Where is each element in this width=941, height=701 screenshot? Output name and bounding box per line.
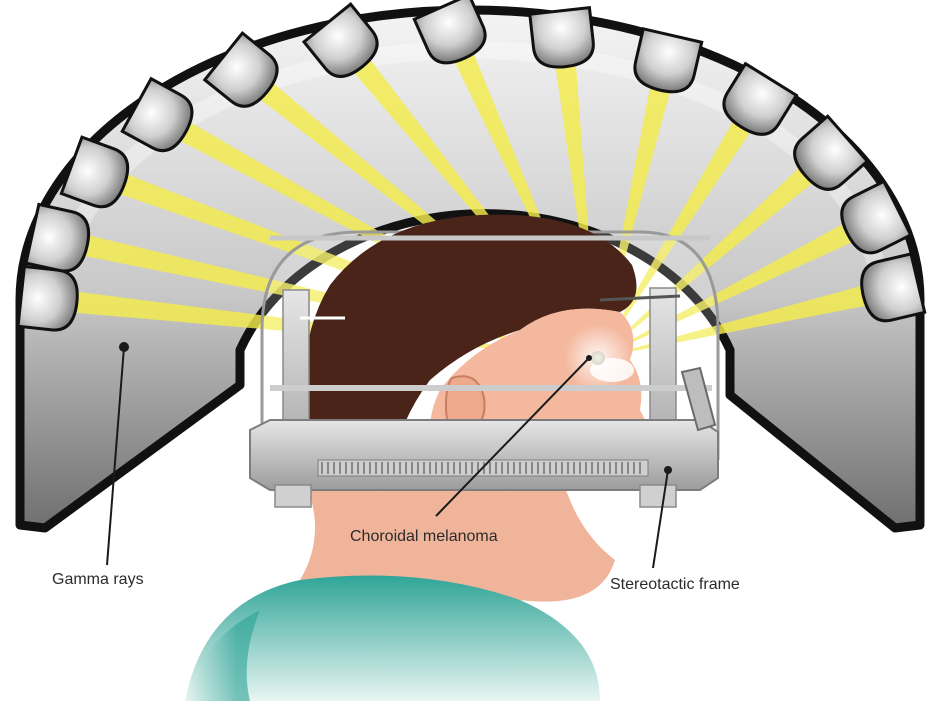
radiation-source-cup xyxy=(530,8,596,70)
radiation-source-cup xyxy=(18,267,80,333)
leader-dot-frame xyxy=(664,466,672,474)
label-stereotactic-frame: Stereotactic frame xyxy=(610,576,740,593)
label-choroidal-melanoma: Choroidal melanoma xyxy=(350,528,498,545)
tumor-glow xyxy=(564,324,632,392)
frame-base xyxy=(250,420,718,490)
leader-dot-melanoma xyxy=(586,355,592,361)
frame-foot-right xyxy=(640,485,676,507)
leader-dot-gamma xyxy=(119,342,129,352)
label-gamma-rays: Gamma rays xyxy=(52,571,144,588)
source-cup-body xyxy=(18,267,80,333)
frame-foot-left xyxy=(275,485,311,507)
source-cup-body xyxy=(530,8,596,70)
